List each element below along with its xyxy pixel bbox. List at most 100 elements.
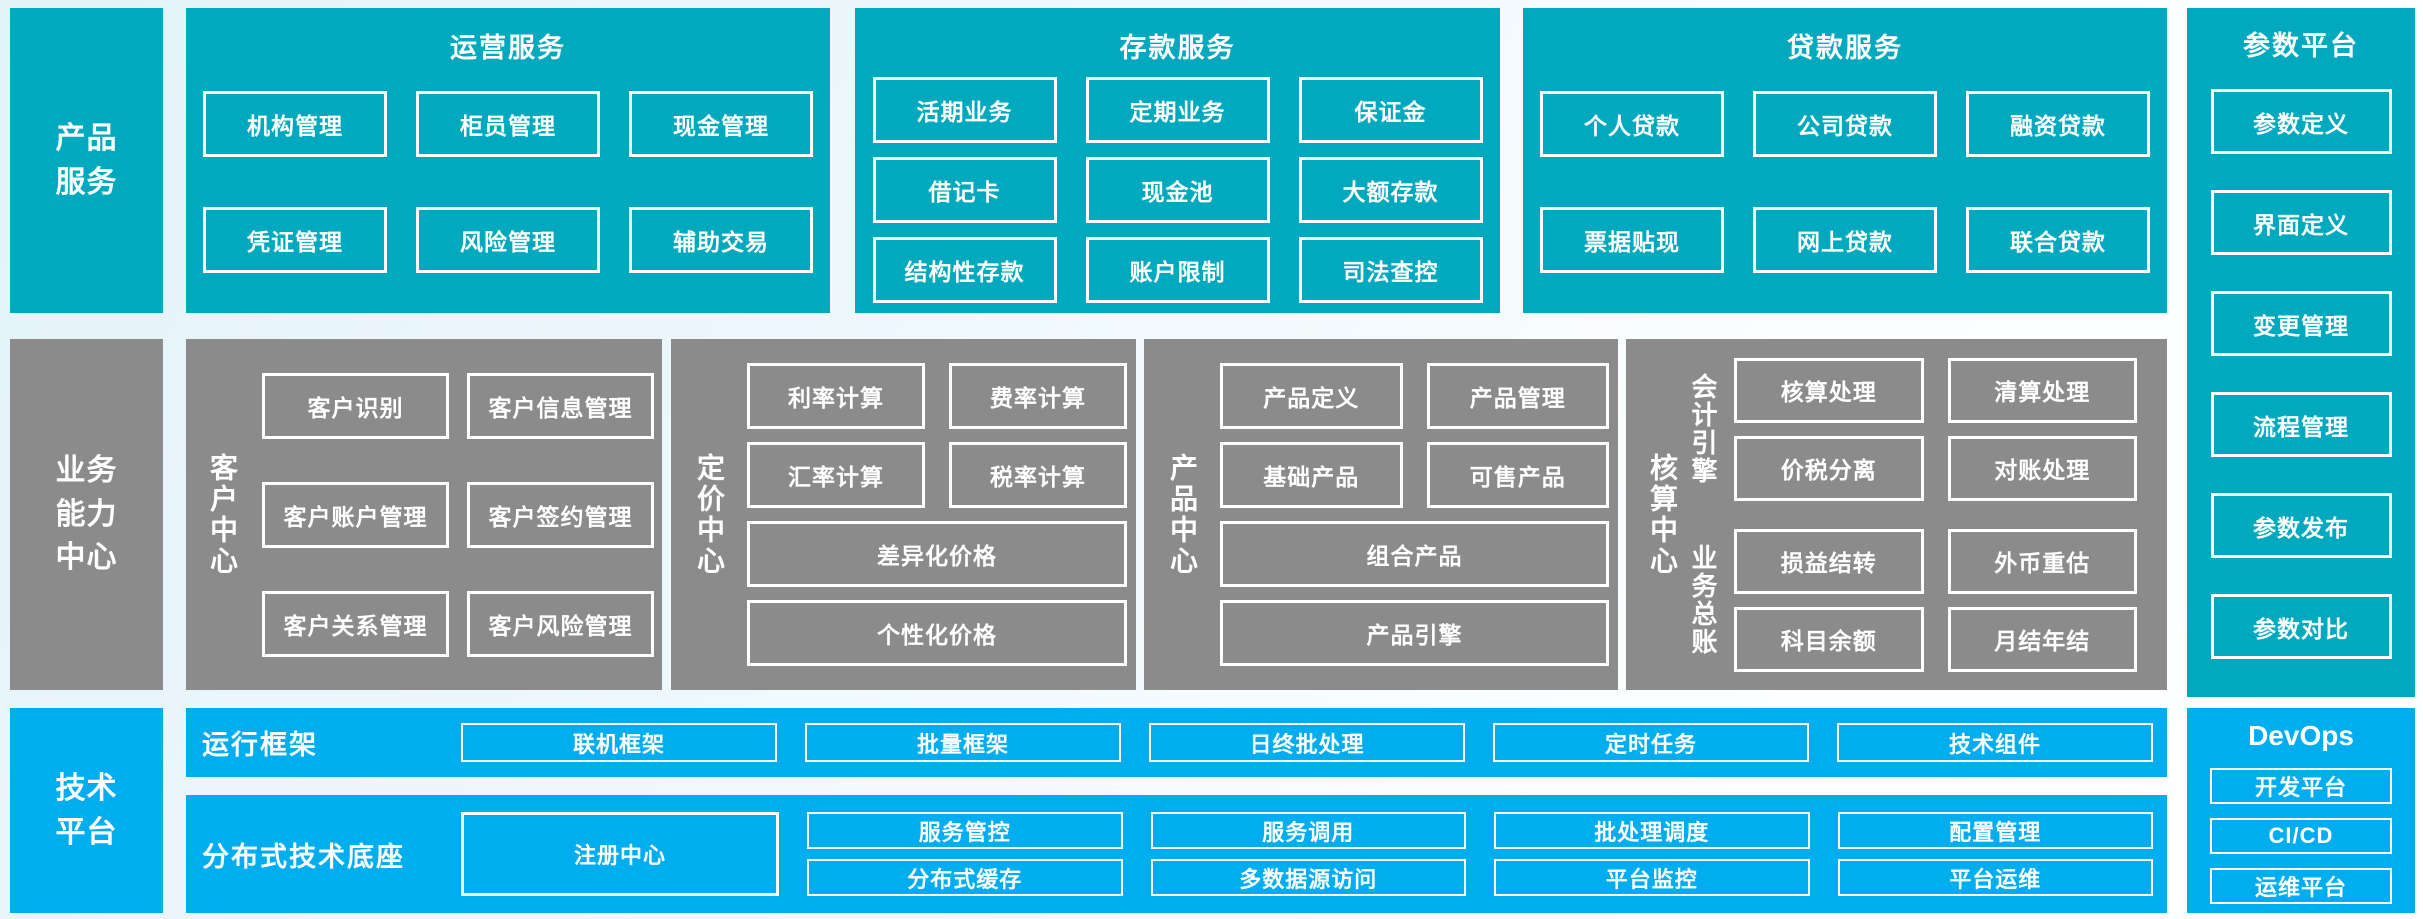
section-pricing-center: 定价中心 利率计算 费率计算 汇率计算 税率计算 差异化价格 个性化价格 (671, 339, 1136, 690)
diagram-box: 变更管理 (2210, 291, 2392, 356)
diagram-box: 分布式缓存 (807, 859, 1123, 896)
diagram-box: 基础产品 (1220, 442, 1403, 508)
diagram-box: 结构性存款 (872, 237, 1057, 303)
diagram-box: 客户签约管理 (467, 481, 654, 548)
diagram-box: 产品引擎 (1220, 600, 1609, 666)
diagram-box: 核算处理 (1734, 357, 1924, 423)
box-grid: 客户识别 客户信息管理 客户账户管理 客户签约管理 客户关系管理 客户风险管理 (262, 372, 654, 657)
diagram-box: 客户风险管理 (467, 590, 654, 657)
diagram-box: 外币重估 (1947, 528, 2137, 594)
diagram-box: 利率计算 (747, 363, 925, 429)
registry-center-box: 注册中心 (461, 812, 779, 896)
box-grid: 服务管控 服务调用 批处理调度 配置管理 分布式缓存 多数据源访问 平台监控 平… (807, 812, 2153, 896)
diagram-box: 风险管理 (416, 207, 600, 273)
section-vertical-label: 产品中心 (1167, 452, 1198, 577)
group-vertical-label: 会计引擎 (1688, 373, 1718, 485)
section-vertical-label: 定价中心 (694, 452, 725, 577)
diagram-box: 服务管控 (807, 812, 1123, 849)
diagram-box: 司法查控 (1298, 237, 1483, 303)
diagram-box: 客户信息管理 (467, 372, 654, 439)
diagram-box: 参数对比 (2210, 594, 2392, 659)
diagram-box: 参数发布 (2210, 493, 2392, 558)
diagram-box: 账户限制 (1085, 237, 1270, 303)
diagram-box: 日终批处理 (1149, 723, 1465, 762)
diagram-box: 差异化价格 (747, 521, 1127, 587)
diagram-box: 税率计算 (949, 442, 1127, 508)
diagram-box: 活期业务 (872, 77, 1057, 143)
diagram-box: 费率计算 (949, 363, 1127, 429)
rail-business-capability-center: 业务 能力 中心 (10, 339, 163, 690)
diagram-box: 保证金 (1298, 77, 1483, 143)
diagram-box: 服务调用 (1150, 812, 1466, 849)
diagram-box: 定时任务 (1493, 723, 1809, 762)
section-devops: DevOps 开发平台 CI/CD 运维平台 (2187, 708, 2415, 913)
diagram-box: 柜员管理 (416, 91, 600, 157)
bar-label: 分布式技术底座 (202, 841, 405, 872)
diagram-box: 定期业务 (1085, 77, 1270, 143)
box-row: 联机框架 批量框架 日终批处理 定时任务 技术组件 (461, 723, 2153, 762)
section-title: 参数平台 (2243, 31, 2359, 61)
section-operations-services: 运营服务 机构管理 柜员管理 现金管理 凭证管理 风险管理 辅助交易 (186, 8, 830, 313)
diagram-box: 大额存款 (1298, 157, 1483, 223)
box-column: 开发平台 CI/CD 运维平台 (2210, 768, 2392, 904)
section-loan-services: 贷款服务 个人贷款 公司贷款 融资贷款 票据贴现 网上贷款 联合贷款 (1523, 8, 2167, 313)
diagram-box: 参数定义 (2210, 89, 2392, 154)
box-rows: 活期业务 定期业务 保证金 借记卡 现金池 大额存款 结构性存款 账户限制 司法… (872, 77, 1483, 303)
diagram-box: 产品定义 (1220, 363, 1403, 429)
section-vertical-label: 核算中心 (1647, 452, 1678, 577)
diagram-box: 对账处理 (1947, 435, 2137, 501)
diagram-box: 个性化价格 (747, 600, 1127, 666)
box-grid: 产品定义 产品管理 基础产品 可售产品 组合产品 产品引擎 (1220, 363, 1609, 666)
section-customer-center: 客户中心 客户识别 客户信息管理 客户账户管理 客户签约管理 客户关系管理 客户… (186, 339, 662, 690)
section-title: 贷款服务 (1787, 33, 1903, 63)
accounting-engine-group: 会计引擎 核算处理 清算处理 价税分离 对账处理 (1688, 357, 2137, 501)
diagram-box: 公司贷款 (1753, 91, 1937, 157)
section-deposit-services: 存款服务 活期业务 定期业务 保证金 借记卡 现金池 大额存款 结构性存款 账户… (855, 8, 1500, 313)
diagram-box: 流程管理 (2210, 392, 2392, 457)
diagram-box: 借记卡 (872, 157, 1057, 223)
box-rows: 个人贷款 公司贷款 融资贷款 票据贴现 网上贷款 联合贷款 (1540, 91, 2150, 273)
diagram-box: 组合产品 (1220, 521, 1609, 587)
diagram-box: 机构管理 (203, 91, 387, 157)
diagram-box: 辅助交易 (629, 207, 813, 273)
diagram-box: 配置管理 (1837, 812, 2153, 849)
diagram-box: 客户识别 (262, 372, 449, 439)
diagram-box: 融资贷款 (1966, 91, 2150, 157)
diagram-box: 运维平台 (2210, 868, 2392, 904)
diagram-box: 可售产品 (1426, 442, 1609, 508)
diagram-box: 月结年结 (1947, 606, 2137, 672)
rail-technology-platform: 技术 平台 (10, 708, 163, 913)
diagram-box: 清算处理 (1947, 357, 2137, 423)
group-vertical-label: 业务总账 (1688, 544, 1718, 656)
section-accounting-center: 核算中心 会计引擎 核算处理 清算处理 价税分离 对账处理 业务总账 损益结转 … (1626, 339, 2167, 690)
box-grid: 核算处理 清算处理 价税分离 对账处理 (1734, 357, 2137, 501)
diagram-box: 技术组件 (1837, 723, 2153, 762)
diagram-box: 科目余额 (1734, 606, 1924, 672)
diagram-box: 票据贴现 (1540, 207, 1724, 273)
diagram-box: 汇率计算 (747, 442, 925, 508)
diagram-box: 损益结转 (1734, 528, 1924, 594)
diagram-box: 客户账户管理 (262, 481, 449, 548)
section-distributed-tech-base: 分布式技术底座 注册中心 服务管控 服务调用 批处理调度 配置管理 分布式缓存 … (186, 795, 2167, 913)
section-product-center: 产品中心 产品定义 产品管理 基础产品 可售产品 组合产品 产品引擎 (1144, 339, 1618, 690)
box-rows: 机构管理 柜员管理 现金管理 凭证管理 风险管理 辅助交易 (203, 91, 813, 273)
bar-label: 运行框架 (202, 730, 318, 760)
rail-product-services: 产品 服务 (10, 8, 163, 313)
section-title: DevOps (2248, 720, 2354, 751)
diagram-box: 开发平台 (2210, 768, 2392, 804)
diagram-box: 联合贷款 (1966, 207, 2150, 273)
diagram-box: 个人贷款 (1540, 91, 1724, 157)
diagram-box: 平台运维 (1837, 859, 2153, 896)
accounting-groups: 会计引擎 核算处理 清算处理 价税分离 对账处理 业务总账 损益结转 外币重估 … (1688, 357, 2137, 672)
diagram-box: 现金管理 (629, 91, 813, 157)
section-title: 运营服务 (450, 33, 566, 63)
diagram-box: 联机框架 (461, 723, 777, 762)
diagram-box: 客户关系管理 (262, 590, 449, 657)
diagram-box: 凭证管理 (203, 207, 387, 273)
box-grid: 利率计算 费率计算 汇率计算 税率计算 差异化价格 个性化价格 (747, 363, 1127, 666)
box-grid: 损益结转 外币重估 科目余额 月结年结 (1734, 528, 2137, 672)
diagram-box: 批处理调度 (1494, 812, 1810, 849)
section-vertical-label: 客户中心 (207, 452, 238, 577)
diagram-box: 平台监控 (1494, 859, 1810, 896)
